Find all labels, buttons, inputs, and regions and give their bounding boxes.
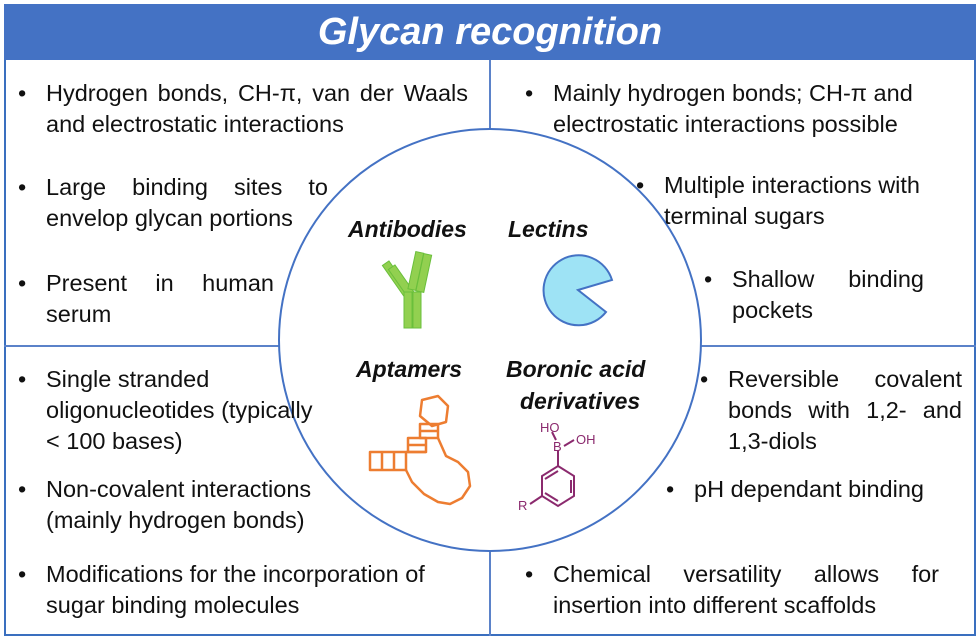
bullet-dot: • <box>18 561 27 587</box>
boronic-bullet-3: • Chemical versatility allows for insert… <box>525 561 939 618</box>
bullet-dot: • <box>700 366 709 392</box>
antibody-icon <box>381 250 433 329</box>
title-banner: Glycan recognition <box>4 4 976 60</box>
boronic-label-line2: derivatives <box>520 388 641 414</box>
boronic-r-text: R <box>518 498 527 513</box>
lectin-icon <box>542 254 614 327</box>
aptamers-bullet-2: • Non-covalent interactions (mainly hydr… <box>18 476 312 533</box>
aptamers-bullet-3: • Modifications for the incorporation of… <box>18 561 425 618</box>
boronic-bullet-2: • pH dependant binding <box>666 474 966 505</box>
bullet-dot: • <box>18 366 27 392</box>
antibodies-label: Antibodies <box>348 216 467 242</box>
lectins-label: Lectins <box>508 216 589 242</box>
antibodies-bullet-3: • Present in human serum <box>18 270 274 327</box>
lectins-bullet-2: • Multiple interactions with terminal su… <box>636 172 920 229</box>
bullet-dot: • <box>704 266 713 292</box>
aptamers-label: Aptamers <box>356 356 463 382</box>
bullet-dot: • <box>18 476 27 502</box>
boronic-bullet-1: • Reversible covalent bonds with 1,2- an… <box>700 366 962 454</box>
boronic-oh-text: OH <box>576 432 596 447</box>
antibodies-bullet-1: • Hydrogen bonds, CH-π, van der Waals an… <box>18 80 468 137</box>
bullet-dot: • <box>18 174 27 200</box>
bullet-dot: • <box>636 172 645 198</box>
lectins-bullet-3: • Shallow binding pockets <box>704 266 924 323</box>
boronic-ho-text: HO <box>540 420 560 435</box>
diagram-title: Glycan recognition <box>317 11 663 53</box>
lectins-bullet-1: • Mainly hydrogen bonds; CH-π and electr… <box>525 80 913 137</box>
antibodies-bullet-2: • Large binding sites to envelop glycan … <box>18 174 328 231</box>
aptamer-icon <box>368 394 472 506</box>
bullet-dot: • <box>666 476 675 502</box>
center-circle <box>278 128 702 552</box>
bullet-dot: • <box>18 270 27 296</box>
bullet-dot: • <box>18 80 27 106</box>
boronic-acid-structure-icon: HO B OH R <box>518 420 596 513</box>
aptamers-bullet-1: • Single stranded oligonucleotides (typi… <box>18 366 313 454</box>
boronic-b-text: B <box>553 439 562 454</box>
bullet-dot: • <box>525 80 534 106</box>
bullet-dot: • <box>525 561 534 587</box>
boronic-label-line1: Boronic acid <box>506 356 646 382</box>
